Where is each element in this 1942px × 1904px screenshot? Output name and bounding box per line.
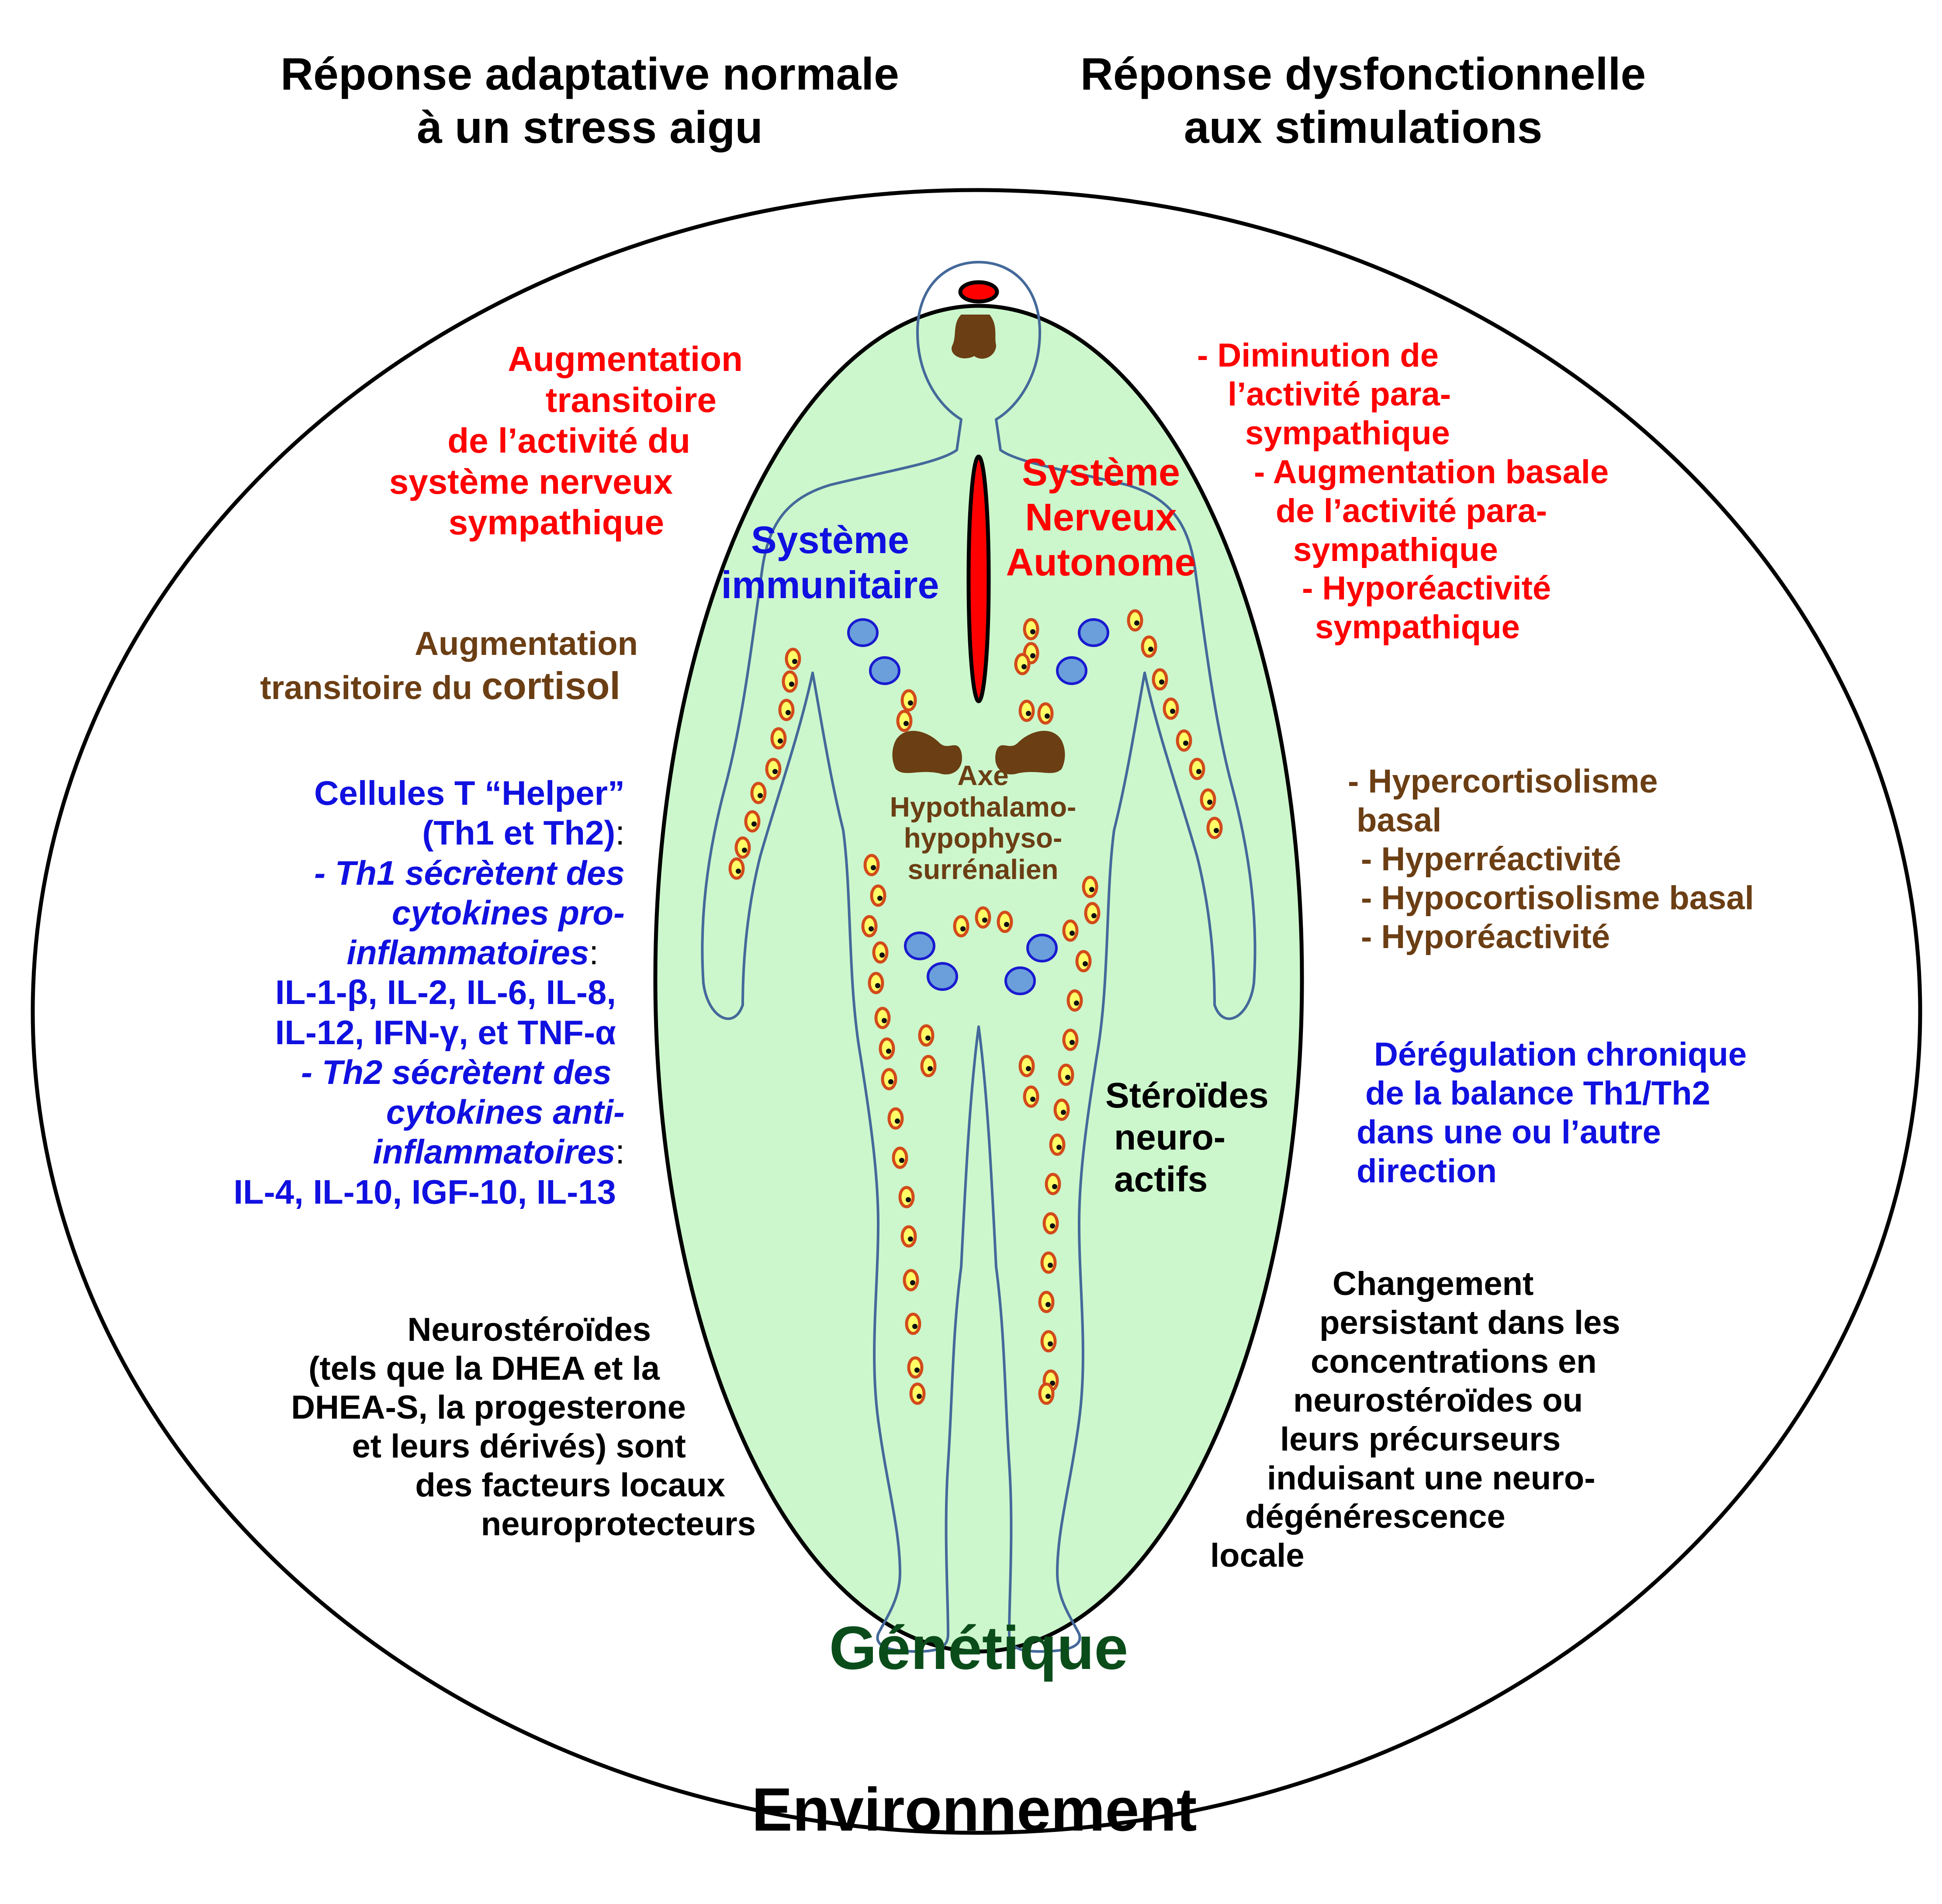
immune-cell-icon bbox=[869, 656, 900, 685]
immune-cell-icon bbox=[1026, 934, 1058, 962]
genetics-label: Génétique bbox=[829, 1613, 1129, 1682]
right-neurosteroids-text: Changement persistant dans les concentra… bbox=[1210, 1265, 1620, 1575]
immune-cell-icon bbox=[1078, 618, 1109, 647]
spinal-cord-icon bbox=[966, 454, 991, 703]
right-hpa-text: - Hypercortisolisme basal - Hyperréactiv… bbox=[1348, 763, 1754, 955]
left-cortisol-text: Augmentation transitoire du cortisol bbox=[260, 625, 638, 707]
immune-cell-icon bbox=[904, 931, 935, 960]
pituitary-icon bbox=[952, 315, 996, 359]
right-ans-text: - Diminution de l’activité para- sympath… bbox=[1197, 337, 1609, 646]
left-sns-text: Augmentation transitoire de l’activité d… bbox=[389, 339, 743, 542]
left-neurosteroids-text: Neurostéroïdes (tels que la DHEA et la D… bbox=[291, 1311, 756, 1543]
left-th-text: Cellules T “Helper” (Th1 et Th2): - Th1 … bbox=[233, 774, 625, 1211]
adrenal-gland-icon bbox=[892, 730, 962, 775]
adrenal-gland-icon bbox=[995, 730, 1065, 775]
immune-cell-icon bbox=[847, 618, 879, 647]
right-th-text: Dérégulation chronique de la balance Th1… bbox=[1357, 1036, 1747, 1190]
human-body-outline bbox=[701, 261, 1257, 1653]
immune-cell-icon bbox=[1004, 966, 1036, 995]
immune-cells bbox=[847, 618, 1109, 995]
immune-cell-icon bbox=[1056, 656, 1087, 685]
brain-icon bbox=[958, 280, 999, 304]
immune-cell-icon bbox=[927, 962, 958, 991]
genetics-ellipse bbox=[653, 304, 1304, 1654]
environment-label: Environnement bbox=[751, 1775, 1197, 1844]
